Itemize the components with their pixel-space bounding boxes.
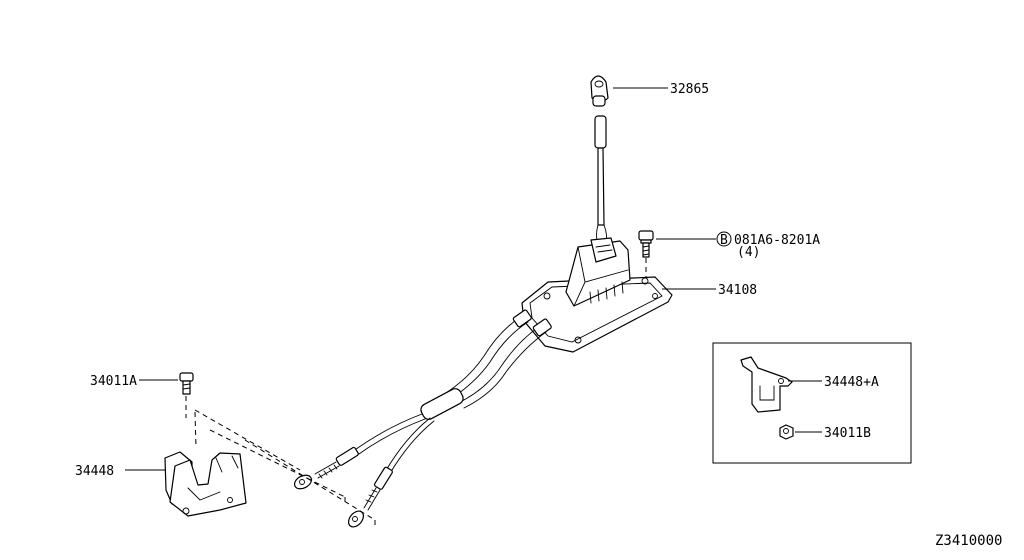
bracket-alt: [740, 356, 793, 413]
cable-bracket: [164, 451, 247, 517]
mounting-bolt: [638, 230, 654, 258]
shift-lever: [594, 115, 608, 246]
bolt-badge-letter: B: [720, 233, 728, 248]
shifter-base: [521, 237, 673, 353]
label-bracket-alt: 34448+A: [824, 375, 879, 390]
label-shifter: 34108: [718, 283, 757, 298]
small-bolt: [179, 372, 194, 395]
label-bracket: 34448: [75, 464, 114, 479]
bracket-guide-lines: [194, 409, 376, 526]
diagram-code: Z3410000: [935, 533, 1002, 549]
bolt-badge-circle: [716, 231, 732, 247]
label-bolt-code: 081A6-8201A: [734, 233, 820, 248]
shift-knob: [590, 75, 609, 107]
label-bolt-qty: (4): [737, 245, 760, 260]
label-knob: 32865: [670, 82, 709, 97]
label-nut: 34011B: [824, 426, 871, 441]
label-small-bolt: 34011A: [90, 374, 137, 389]
shift-cables: [293, 309, 552, 528]
inset-box: [712, 342, 912, 464]
hex-nut: [779, 424, 794, 440]
